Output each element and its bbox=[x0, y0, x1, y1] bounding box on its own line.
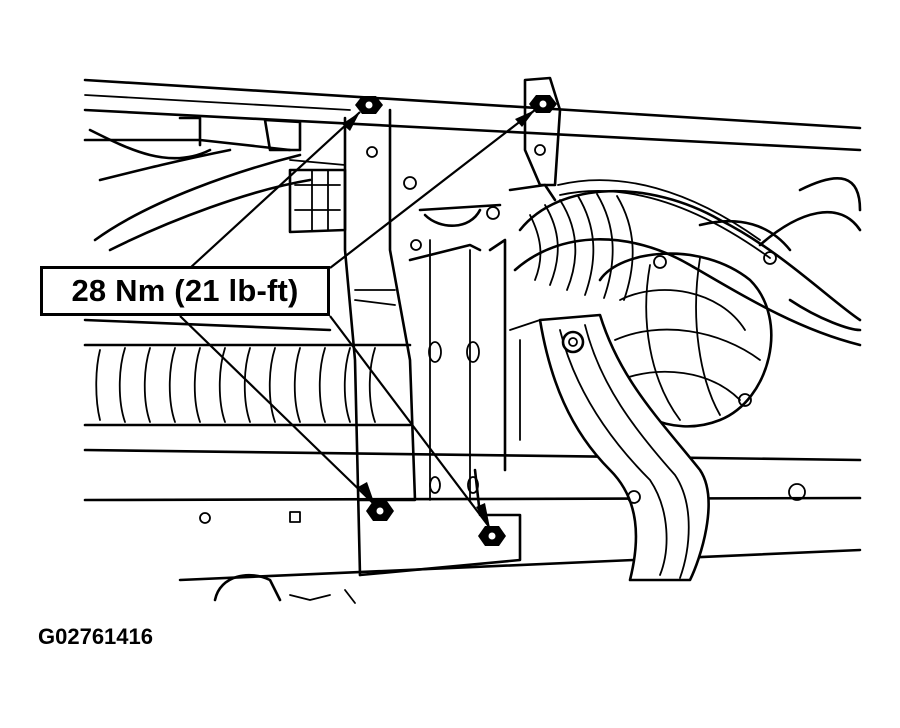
upper-cowl-rail bbox=[83, 78, 862, 152]
leader-lines bbox=[179, 109, 536, 529]
corrugated-tube bbox=[83, 318, 412, 427]
upper-right-bracket bbox=[508, 76, 562, 202]
nut-upper-right bbox=[529, 95, 557, 113]
lower-rail bbox=[83, 448, 862, 604]
right-background-parts bbox=[698, 177, 862, 332]
nut-upper-left bbox=[355, 96, 383, 114]
lower-duct bbox=[509, 313, 710, 582]
figure-id-label: G02761416 bbox=[38, 624, 153, 649]
center-bracket bbox=[288, 108, 546, 577]
nut-lower-left bbox=[366, 501, 394, 521]
torque-callout-label: 28 Nm (21 lb-ft) bbox=[71, 273, 299, 308]
nut-lower-right bbox=[478, 526, 506, 546]
left-hose bbox=[88, 128, 312, 252]
air-intake-hose bbox=[513, 179, 862, 347]
torque-callout-box: 28 Nm (21 lb-ft) bbox=[40, 266, 330, 316]
